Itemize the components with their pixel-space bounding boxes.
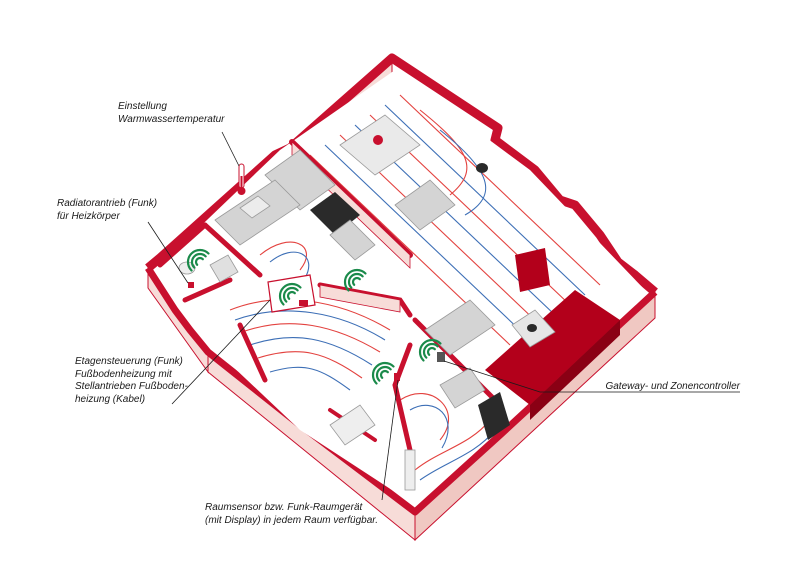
callout-line: (mit Display) in jedem Raum verfügbar. bbox=[205, 514, 379, 526]
callout-room-sensor: Raumsensor bzw. Funk-Raumgerät (mit Disp… bbox=[205, 502, 378, 527]
pipes-kitchen bbox=[259, 241, 310, 279]
callout-line: heizung (Kabel) bbox=[75, 393, 146, 405]
vanity bbox=[209, 254, 239, 283]
callout-line: Raumsensor bzw. Funk-Raumgerät bbox=[205, 502, 363, 513]
callout-radiator-actuator: Radiatorantrieb (Funk) für Heizkörper bbox=[57, 198, 157, 223]
radio-signals bbox=[186, 248, 442, 385]
dining-table bbox=[339, 114, 421, 176]
radio-signal-icon bbox=[418, 338, 442, 362]
leader-room-sensor bbox=[381, 379, 399, 501]
leader-warm-water bbox=[221, 131, 240, 167]
kitchen-island bbox=[329, 219, 376, 261]
leader-lines bbox=[147, 131, 740, 501]
callout-gateway: Gateway- und Zonencontroller bbox=[560, 381, 740, 394]
sofa-back bbox=[530, 320, 620, 420]
armchair bbox=[515, 248, 550, 292]
callout-line: Gateway- und Zonencontroller bbox=[605, 381, 740, 392]
callout-line: Radiatorantrieb (Funk) bbox=[57, 198, 158, 209]
callout-line: Warmwassertemperatur bbox=[118, 113, 225, 125]
room-sensor-device bbox=[394, 373, 400, 381]
callout-line: Stellantrieben Fußboden- bbox=[75, 381, 188, 392]
radio-signal-icon bbox=[186, 248, 210, 272]
leader-floor-control bbox=[171, 299, 271, 405]
furniture bbox=[178, 114, 620, 491]
thermometer-icon bbox=[237, 163, 246, 195]
callout-line: Einstellung bbox=[118, 101, 167, 112]
callout-line: für Heizkörper bbox=[57, 210, 120, 222]
floor-lamp bbox=[476, 163, 488, 173]
sofa bbox=[485, 290, 620, 405]
callout-line: Fußbodenheizung mit bbox=[75, 368, 172, 380]
bathtub bbox=[329, 404, 376, 446]
outer-wall-bottom bbox=[145, 266, 658, 516]
washing-machine bbox=[439, 367, 486, 409]
callout-floor-control: Etagensteuerung (Funk) Fußbodenheizung m… bbox=[75, 356, 188, 406]
radio-signal-icon bbox=[371, 361, 395, 385]
floor-controller-box bbox=[267, 274, 316, 313]
radiator-actuator bbox=[188, 282, 194, 288]
sideboard bbox=[394, 179, 456, 231]
devices bbox=[188, 274, 445, 381]
leader-gateway bbox=[443, 360, 740, 393]
leader-radiator bbox=[147, 221, 189, 284]
sink bbox=[239, 195, 271, 219]
dining-vase bbox=[373, 135, 383, 145]
callout-line: Etagensteuerung (Funk) bbox=[75, 356, 183, 367]
gateway-device bbox=[437, 352, 445, 362]
radio-signal-icon bbox=[278, 282, 302, 306]
callout-warm-water-temp: Einstellung Warmwassertemperatur bbox=[118, 101, 225, 126]
dryer bbox=[478, 392, 510, 440]
table-lamp bbox=[527, 324, 537, 332]
desk bbox=[424, 299, 496, 356]
towel-radiator bbox=[404, 449, 416, 491]
radio-signal-icon bbox=[343, 268, 367, 292]
